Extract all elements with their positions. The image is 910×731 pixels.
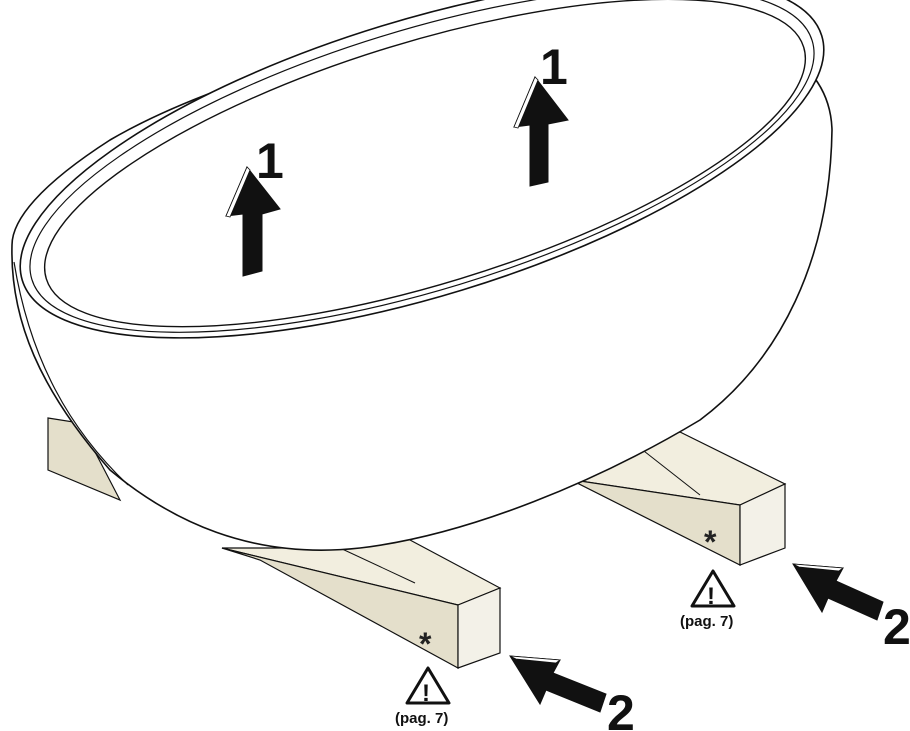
block-left-far-end (47, 417, 122, 502)
block-mark-left: * (419, 626, 432, 662)
bathtub-rim-mid (29, 0, 815, 333)
diagonal-arrow-icon (509, 655, 607, 713)
block-right-end-face (739, 483, 786, 566)
block-mark-right: * (704, 524, 717, 560)
diagonal-arrow-icon (792, 563, 884, 621)
wooden-support-block-left (47, 417, 502, 670)
warning-mark-left: ! (422, 680, 430, 707)
bathtub (11, 0, 833, 551)
step-1-label-left: 1 (256, 133, 284, 189)
warning-triangle-icon (405, 666, 451, 705)
warning-page-ref-left: (pag. 7) (395, 710, 448, 727)
block-left-end-face (457, 587, 501, 669)
warning-mark-right: ! (707, 583, 715, 610)
warning-triangle-icon (690, 569, 736, 608)
step-2-label-left: 2 (607, 685, 635, 731)
wooden-support-block-right (557, 431, 787, 566)
up-arrow-icon (225, 166, 281, 277)
up-arrow-icon (513, 76, 569, 187)
bathtub-rim-inner (43, 0, 807, 328)
step-1-label-right: 1 (540, 39, 568, 95)
bathtub-lower-curve (13, 261, 129, 486)
step-2-label-right: 2 (883, 599, 910, 655)
warning-page-ref-right: (pag. 7) (680, 613, 733, 630)
